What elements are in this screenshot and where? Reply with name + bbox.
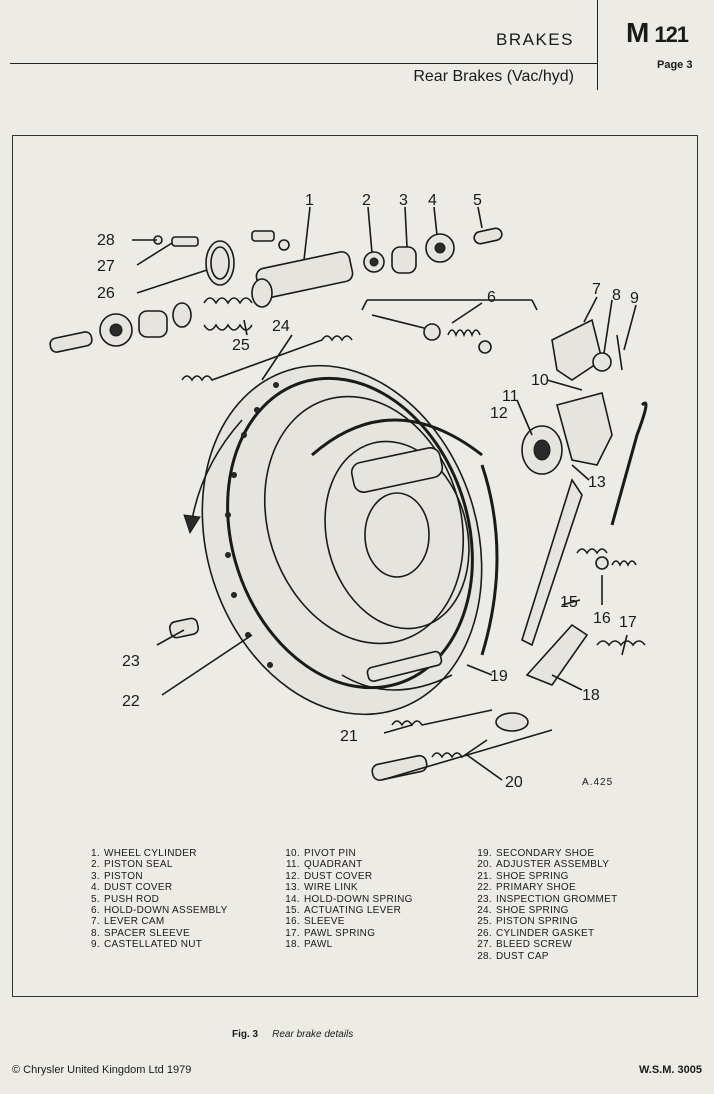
- figure-caption-text: Rear brake details: [272, 1029, 354, 1040]
- section-title: BRAKES: [496, 30, 574, 49]
- callout-21: 21: [340, 728, 358, 745]
- backplate-assembly: [311, 418, 499, 691]
- legend-col-1: 1.WHEEL CYLINDER 2.PISTON SEAL 3.PISTON …: [80, 848, 228, 951]
- callout-16: 16: [593, 610, 611, 627]
- legend-item: 14.HOLD-DOWN SPRING: [285, 893, 413, 905]
- figure-caption: Fig. 3 Rear brake details: [232, 1029, 353, 1040]
- callout-9: 9: [630, 290, 639, 307]
- legend-col-3: 19.SECONDARY SHOE 20.ADJUSTER ASSEMBLY 2…: [472, 848, 618, 962]
- callout-11: 11: [502, 388, 519, 405]
- callout-24: 24: [272, 318, 290, 335]
- legend-item: 6.HOLD-DOWN ASSEMBLY: [91, 905, 228, 917]
- legend-item: 16.SLEEVE: [285, 916, 345, 928]
- callout-4: 4: [428, 192, 437, 209]
- legend-item: 11.QUADRANT: [285, 859, 363, 871]
- legend-item: 18.PAWL: [285, 939, 333, 951]
- legend-item: 7.LEVER CAM: [91, 916, 165, 928]
- legend-item: 24.SHOE SPRING: [477, 905, 569, 917]
- legend-item: 13.WIRE LINK: [285, 882, 358, 894]
- header-divider: [597, 0, 598, 90]
- callout-20: 20: [505, 774, 523, 791]
- rotation-arrow: [183, 419, 243, 535]
- legend-item: 21.SHOE SPRING: [477, 870, 569, 882]
- callout-6: 6: [487, 289, 496, 306]
- callout-18: 18: [582, 687, 600, 704]
- legend-item: 19.SECONDARY SHOE: [477, 848, 595, 859]
- callout-26: 26: [97, 285, 115, 302]
- legend-item: 12.DUST COVER: [285, 870, 373, 882]
- page-number: Page 3: [657, 59, 693, 71]
- legend-item: 17.PAWL SPRING: [285, 927, 376, 939]
- shoe-spring: [181, 335, 353, 382]
- figure-label: Fig. 3: [232, 1029, 259, 1040]
- legend-item: 26.CYLINDER GASKET: [477, 927, 595, 939]
- legend-item: 25.PISTON SPRING: [477, 916, 579, 928]
- callout-27: 27: [97, 258, 115, 275]
- legend-item: 27.BLEED SCREW: [477, 939, 573, 951]
- legend-item: 20.ADJUSTER ASSEMBLY: [477, 859, 610, 871]
- callout-22: 22: [122, 693, 140, 710]
- figure-ref: A.425: [582, 777, 613, 788]
- legend-item: 28.DUST CAP: [477, 950, 549, 962]
- wheel-cylinder-parts: [49, 227, 503, 353]
- code-letter: M: [626, 17, 649, 48]
- copyright: © Chrysler United Kingdom Ltd 1979: [12, 1064, 192, 1076]
- legend-item: 5.PUSH ROD: [91, 893, 160, 905]
- legend-item: 1.WHEEL CYLINDER: [91, 848, 197, 859]
- figure-frame: [12, 135, 698, 997]
- legend-item: 8.SPACER SLEEVE: [91, 927, 190, 939]
- callout-7: 7: [592, 281, 601, 298]
- brake-drum: [201, 364, 483, 716]
- callout-17: 17: [619, 614, 637, 631]
- callout-12: 12: [490, 405, 508, 422]
- legend-item: 15.ACTUATING LEVER: [285, 905, 402, 917]
- legend-item: 2.PISTON SEAL: [91, 859, 173, 871]
- callout-13: 13: [588, 474, 606, 491]
- callout-2: 2: [362, 192, 371, 209]
- callout-25: 25: [232, 337, 250, 354]
- callout-28: 28: [97, 232, 115, 249]
- legend-item: 9.CASTELLATED NUT: [91, 939, 203, 951]
- callout-8: 8: [612, 287, 621, 304]
- legend-item: 3.PISTON: [91, 870, 143, 882]
- callout-19: 19: [490, 668, 508, 685]
- callouts: 1 2 3 4 5 6 7 8 9 10 11 12 13 15 16 17 1…: [97, 192, 639, 791]
- callout-15: 15: [560, 594, 578, 611]
- exploded-diagram: 1 2 3 4 5 6 7 8 9 10 11 12 13 15 16 17 1…: [49, 192, 648, 791]
- section-subtitle: Rear Brakes (Vac/hyd): [413, 68, 574, 85]
- legend-item: 23.INSPECTION GROMMET: [477, 893, 618, 905]
- handbrake-lever-parts: [521, 318, 648, 686]
- legend-col-2: 10.PIVOT PIN 11.QUADRANT 12.DUST COVER 1…: [280, 848, 413, 951]
- header-rule: [10, 63, 598, 64]
- leader-lines: [132, 206, 637, 781]
- callout-10: 10: [531, 372, 549, 389]
- legend-item: 22.PRIMARY SHOE: [477, 882, 576, 894]
- callout-23: 23: [122, 653, 140, 670]
- legend-item: 10.PIVOT PIN: [285, 848, 356, 859]
- callout-3: 3: [399, 192, 408, 209]
- legend-item: 4.DUST COVER: [91, 882, 173, 894]
- hold-down-assembly: [361, 299, 538, 354]
- manual-reference: W.S.M. 3005: [639, 1064, 702, 1076]
- callout-5: 5: [473, 192, 482, 209]
- callout-1: 1: [305, 192, 314, 209]
- code-number: 121: [654, 22, 689, 47]
